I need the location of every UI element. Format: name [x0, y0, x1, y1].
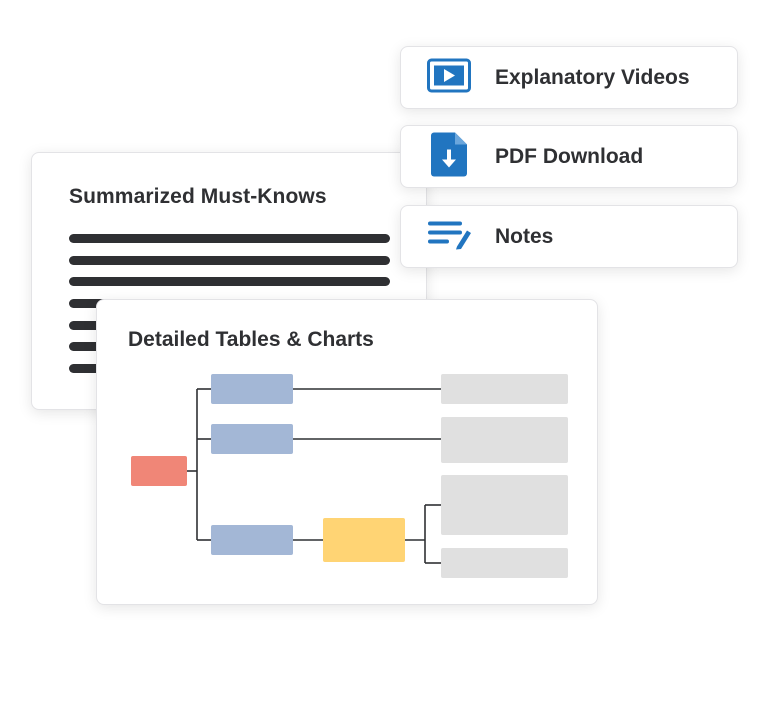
branch-node — [211, 424, 293, 454]
tables-card: Detailed Tables & Charts — [96, 299, 598, 605]
leaf-node — [441, 548, 568, 578]
notes-button[interactable]: Notes — [400, 205, 738, 268]
tables-card-title: Detailed Tables & Charts — [128, 328, 374, 351]
pdf-download-label: PDF Download — [495, 144, 644, 168]
leaf-node — [441, 417, 568, 463]
branch-node — [211, 525, 293, 555]
text-line — [69, 234, 390, 243]
summary-card-title: Summarized Must-Knows — [69, 185, 327, 208]
highlight-node — [323, 518, 405, 562]
explanatory-videos-label: Explanatory Videos — [495, 65, 690, 89]
explanatory-videos-button[interactable]: Explanatory Videos — [400, 46, 738, 109]
text-line — [69, 256, 390, 265]
notes-icon — [427, 219, 473, 254]
root-node — [131, 456, 187, 486]
tree-connectors — [187, 388, 441, 564]
leaf-node — [441, 374, 568, 404]
leaf-node — [441, 475, 568, 535]
play-video-icon — [427, 58, 471, 97]
pdf-download-button[interactable]: PDF Download — [400, 125, 738, 188]
text-line — [69, 277, 390, 286]
tree-diagram — [131, 374, 568, 578]
notes-label: Notes — [495, 224, 554, 248]
branch-node — [211, 374, 293, 404]
pdf-download-icon — [431, 132, 467, 181]
